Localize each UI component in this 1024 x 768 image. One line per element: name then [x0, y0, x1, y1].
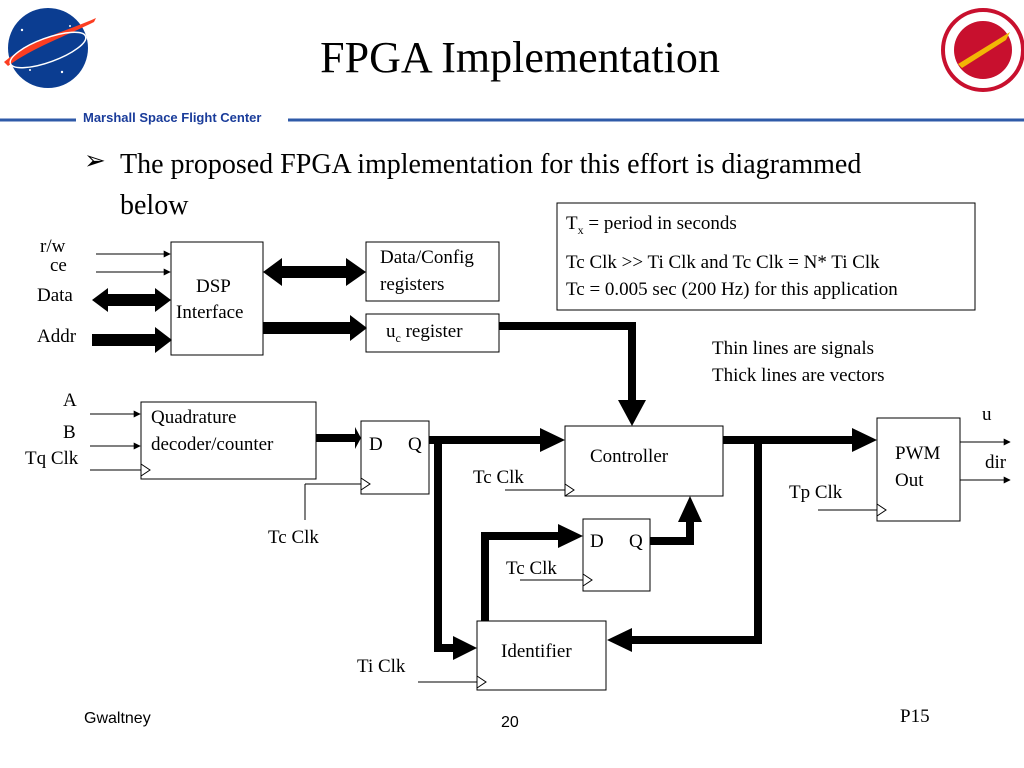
pwm-label2: Out [895, 470, 924, 491]
quad-label1: Quadrature [151, 407, 237, 428]
dsp-label2: Interface [176, 302, 244, 323]
footer-page-number: 20 [501, 714, 519, 731]
dff2-d: D [590, 531, 604, 552]
tc-clk-dff1: Tc Clk [268, 527, 319, 548]
dsp-label1: DSP [196, 276, 231, 297]
tp-clk: Tp Clk [789, 482, 843, 503]
uc-register-label: uc register [386, 321, 463, 345]
legend-thick: Thick lines are vectors [712, 365, 885, 386]
vector-arrows [92, 258, 367, 353]
dff2-block [582, 518, 651, 592]
dff1-q: Q [408, 434, 422, 455]
input-addr: Addr [37, 326, 77, 347]
config-label1: Data/Config [380, 247, 474, 268]
input-tq-clk: Tq Clk [25, 448, 79, 469]
notes-line2: Tc Clk >> Ti Clk and Tc Clk = N* Ti Clk [566, 252, 880, 273]
config-label2: registers [380, 274, 445, 295]
dff1-d: D [369, 434, 383, 455]
input-b: B [63, 422, 76, 443]
nasa-logo [4, 8, 96, 88]
pwm-label1: PWM [895, 443, 941, 464]
tc-clk-dff2: Tc Clk [506, 558, 557, 579]
ti-clk: Ti Clk [357, 656, 406, 677]
controller-block [564, 425, 724, 497]
input-data: Data [37, 285, 73, 306]
legend-thin: Thin lines are signals [712, 338, 874, 359]
controller-label: Controller [590, 446, 669, 467]
notes-box [556, 202, 976, 311]
output-dir: dir [985, 452, 1007, 473]
dsp-interface-block [170, 241, 264, 356]
org-name: Marshall Space Flight Center [83, 110, 262, 125]
identifier-label: Identifier [501, 641, 572, 662]
tc-clk-controller: Tc Clk [473, 467, 524, 488]
config-registers-block [365, 241, 500, 302]
notes-line1: Tx = period in seconds [566, 213, 737, 237]
dff1-block [360, 420, 430, 495]
quad-label2: decoder/counter [151, 434, 274, 455]
footer-page-label: P15 [900, 706, 930, 727]
output-u: u [982, 404, 992, 425]
input-a: A [63, 390, 77, 411]
footer-author: Gwaltney [84, 710, 151, 727]
notes-line3: Tc = 0.005 sec (200 Hz) for this applica… [566, 279, 898, 300]
uc-register-block [365, 313, 500, 353]
pwm-out-block [876, 417, 961, 522]
identifier-block [476, 620, 607, 691]
input-rw: r/w [40, 236, 66, 257]
input-ce: ce [50, 255, 67, 276]
engineering-directorate-logo [941, 8, 1024, 92]
dff2-q: Q [629, 531, 643, 552]
bullet-arrow-icon: ➢ [84, 146, 106, 175]
bullet-text: The proposed FPGA implementation for thi… [120, 149, 862, 221]
slide-title: FPGA Implementation [320, 33, 720, 82]
